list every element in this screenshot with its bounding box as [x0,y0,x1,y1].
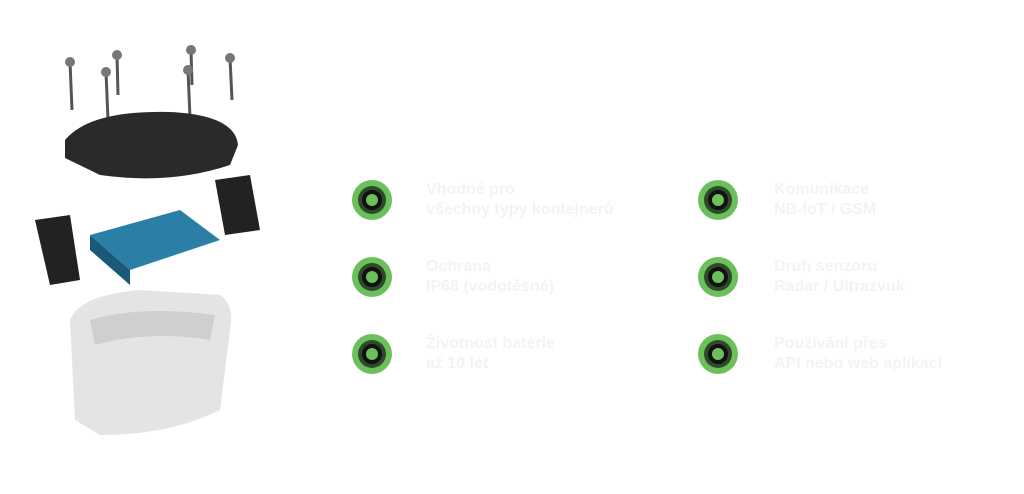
feature-subtitle: NB-IoT / GSM [774,201,877,218]
feature-item: Vhodné pro všechny typy kontejnerů [352,180,614,220]
feature-title: Vhodné pro [426,181,515,198]
clip-right [215,175,260,235]
feature-subtitle: Radar / Ultrazvuk [774,278,905,295]
feature-title: Druh senzoru [774,258,878,275]
feature-subtitle: IP68 (vodotěsné) [426,278,555,295]
green-target-icon [698,334,738,374]
feature-title: Používání přes [774,335,887,352]
feature-item: Životnost baterie až 10 let [352,334,555,374]
clip-left [35,215,80,285]
screws [68,49,234,121]
feature-title: Ochrana [426,258,491,275]
green-target-icon [698,180,738,220]
green-target-icon [352,180,392,220]
feature-subtitle: všechny typy kontejnerů [426,201,614,218]
sensor-exploded-view-image [35,45,260,435]
green-target-icon [698,257,738,297]
green-target-icon [352,257,392,297]
green-target-icon [352,334,392,374]
feature-subtitle: API nebo web aplikaci [774,355,943,372]
lid [65,111,238,179]
feature-title: Životnost baterie [426,335,555,352]
feature-title: Komunikace [774,181,870,198]
circuit-board [90,210,220,270]
feature-subtitle: až 10 let [426,355,489,372]
